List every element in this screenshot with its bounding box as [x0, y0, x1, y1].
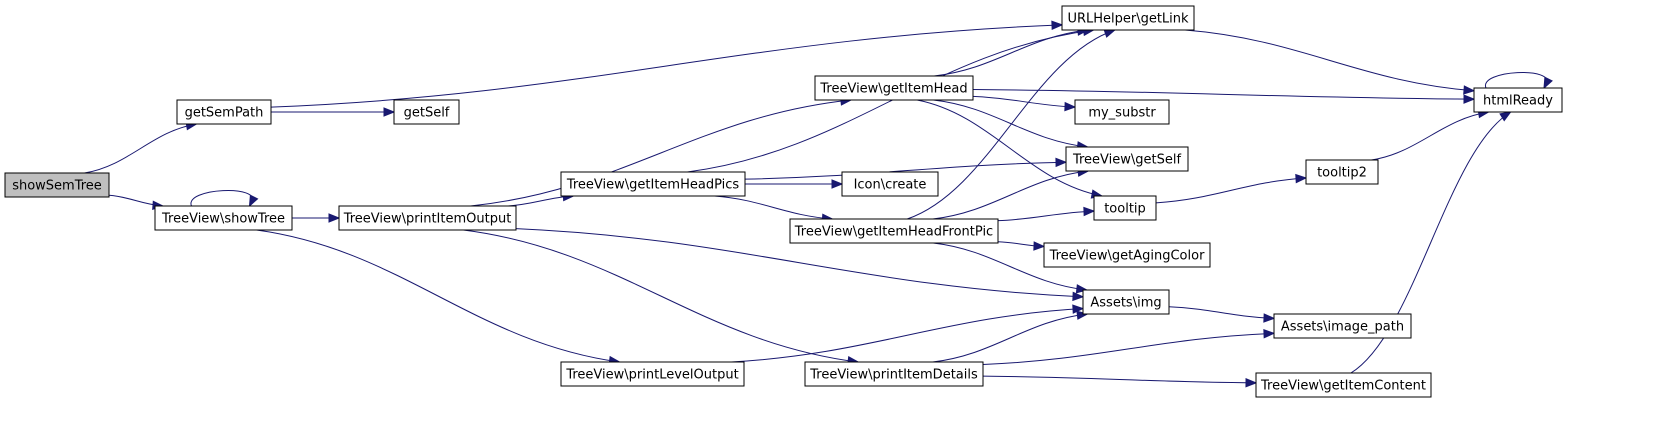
edge-printItemDetails-to-assetsImagePath [982, 332, 1275, 365]
node-label-getItemHeadFrontPic: TreeView\getItemHeadFrontPic [794, 225, 993, 240]
edge-getItemContent-to-htmlReady [1350, 111, 1511, 374]
edge-tooltip-to-tooltip2-arrowhead [1295, 173, 1308, 184]
node-label-getSemPath: getSemPath [185, 106, 264, 121]
node-tvGetSelf[interactable]: TreeView\getSelf [1065, 146, 1189, 172]
node-mySubstr[interactable]: my_substr [1074, 99, 1170, 125]
edge-getItemHead-to-htmlReady [972, 89, 1475, 100]
node-label-getAgingColor: TreeView\getAgingColor [1049, 249, 1206, 264]
edge-printItemDetails-to-assetsImagePath-arrowhead [1263, 329, 1276, 339]
edge-getItemHeadPics-to-getItemHeadFrontPic [714, 195, 833, 220]
edge-getSemPath-to-urlGetLink [270, 24, 1063, 108]
edge-printItemOutput-to-assetsImg [515, 228, 1084, 298]
edge-getItemHeadFrontPic-to-urlGetLink [907, 29, 1115, 220]
edge-getSemPath-to-getSelf-arrowhead [383, 107, 396, 117]
node-assetsImg[interactable]: Assets\img [1082, 289, 1170, 315]
node-showSemTree[interactable]: showSemTree [4, 172, 110, 198]
node-label-printItemOutput: TreeView\printItemOutput [343, 212, 512, 227]
node-label-getItemHead: TreeView\getItemHead [819, 82, 967, 97]
node-getSelf[interactable]: getSelf [393, 99, 460, 125]
node-label-showSemTree: showSemTree [12, 179, 102, 194]
edge-urlGetLink-to-htmlReady [1185, 29, 1475, 92]
node-assetsImagePath[interactable]: Assets\image_path [1273, 313, 1412, 339]
node-label-getSelf: getSelf [404, 106, 450, 121]
node-htmlReady[interactable]: htmlReady [1473, 87, 1563, 113]
node-tooltip2[interactable]: tooltip2 [1305, 159, 1379, 185]
call-graph-edges [84, 20, 1553, 388]
edge-printItemDetails-to-assetsImg-arrowhead [1076, 310, 1089, 320]
edge-getItemHeadFrontPic-to-tooltip-arrowhead [1083, 206, 1096, 217]
edge-getItemHead-to-mySubstr-arrowhead [1064, 101, 1077, 112]
edge-showTree-to-showTree-arrowhead [248, 194, 259, 208]
node-getSemPath[interactable]: getSemPath [176, 99, 272, 125]
node-getAgingColor[interactable]: TreeView\getAgingColor [1043, 242, 1211, 268]
node-label-urlGetLink: URLHelper\getLink [1067, 12, 1189, 27]
edge-printItemDetails-to-getItemContent-arrowhead [1245, 378, 1258, 388]
node-label-tooltip: tooltip [1104, 202, 1146, 217]
edge-getItemHeadFrontPic-to-urlGetLink-arrowhead [1103, 28, 1117, 38]
edge-getItemHeadPics-to-tvGetSelf [744, 161, 1067, 180]
edge-getItemHeadPics-to-urlGetLink [687, 29, 1094, 173]
node-urlGetLink[interactable]: URLHelper\getLink [1061, 5, 1195, 31]
node-printItemOutput[interactable]: TreeView\printItemOutput [338, 205, 517, 231]
edge-getItemHeadPics-to-iconCreate-arrowhead [831, 179, 844, 189]
node-getItemHeadPics[interactable]: TreeView\getItemHeadPics [560, 171, 746, 197]
edge-getItemHead-to-tooltip [917, 99, 1102, 197]
node-iconCreate[interactable]: Icon\create [841, 171, 939, 197]
node-label-printItemDetails: TreeView\printItemDetails [809, 368, 978, 383]
node-label-getItemHeadPics: TreeView\getItemHeadPics [566, 178, 740, 193]
edge-getItemHeadFrontPic-to-assetsImg-arrowhead [1075, 284, 1089, 294]
call-graph-nodes: showSemTree getSemPath getSelf TreeView\… [4, 5, 1563, 398]
edge-assetsImg-to-assetsImagePath [1168, 306, 1275, 319]
node-label-htmlReady: htmlReady [1483, 94, 1553, 109]
node-getItemHeadFrontPic[interactable]: TreeView\getItemHeadFrontPic [789, 218, 999, 244]
edge-tooltip2-to-htmlReady [1371, 111, 1489, 161]
edge-htmlReady-to-htmlReady [1485, 72, 1548, 89]
edge-printLevelOutput-to-assetsImg-arrowhead [1072, 304, 1085, 314]
node-showTree[interactable]: TreeView\showTree [154, 205, 293, 231]
edge-printItemDetails-to-getItemContent [982, 375, 1257, 384]
edge-getItemHeadFrontPic-to-tooltip [997, 210, 1095, 222]
edge-showTree-to-printItemOutput-arrowhead [328, 213, 341, 223]
node-label-assetsImg: Assets\img [1090, 296, 1161, 311]
edge-assetsImg-to-assetsImagePath-arrowhead [1263, 313, 1276, 323]
node-label-assetsImagePath: Assets\image_path [1281, 320, 1404, 335]
edge-printLevelOutput-to-assetsImg [731, 308, 1084, 363]
edge-urlGetLink-to-htmlReady-arrowhead [1463, 85, 1476, 95]
node-printItemDetails[interactable]: TreeView\printItemDetails [804, 361, 984, 387]
edge-getSemPath-to-urlGetLink-arrowhead [1051, 20, 1064, 31]
edge-getItemContent-to-htmlReady-arrowhead [1499, 111, 1512, 122]
node-label-tvGetSelf: TreeView\getSelf [1072, 153, 1182, 168]
edge-printItemDetails-to-assetsImg [932, 313, 1088, 363]
node-getItemContent[interactable]: TreeView\getItemContent [1255, 372, 1432, 398]
node-label-iconCreate: Icon\create [854, 178, 927, 193]
node-printLevelOutput[interactable]: TreeView\printLevelOutput [560, 361, 745, 387]
edge-showSemTree-to-getSemPath [84, 123, 197, 174]
node-tooltip[interactable]: tooltip [1093, 195, 1157, 221]
node-label-showTree: TreeView\showTree [161, 212, 285, 227]
edge-getItemHead-to-tvGetSelf [933, 99, 1088, 148]
edge-getItemHeadPics-to-tvGetSelf-arrowhead [1055, 157, 1068, 168]
edge-showTree-to-printLevelOutput [256, 229, 620, 363]
edge-showTree-to-showTree [190, 190, 254, 207]
node-label-printLevelOutput: TreeView\printLevelOutput [565, 368, 738, 383]
edge-getItemHead-to-urlGetLink [934, 29, 1088, 77]
edge-printItemOutput-to-printItemDetails [463, 229, 859, 363]
node-label-mySubstr: my_substr [1088, 106, 1156, 121]
edge-printItemOutput-to-assetsImg-arrowhead [1072, 291, 1085, 302]
edge-printItemOutput-to-getItemHead [470, 99, 851, 207]
edge-tooltip-to-tooltip2 [1155, 177, 1307, 204]
edge-getItemHeadFrontPic-to-tvGetSelf [932, 170, 1089, 220]
node-getItemHead[interactable]: TreeView\getItemHead [814, 75, 974, 101]
edge-getItemHeadFrontPic-to-getAgingColor-arrowhead [1033, 241, 1046, 251]
edge-htmlReady-to-htmlReady-arrowhead [1543, 76, 1553, 90]
edge-getItemHeadFrontPic-to-assetsImg [933, 242, 1087, 291]
node-label-getItemContent: TreeView\getItemContent [1260, 379, 1426, 394]
edge-getItemHead-to-mySubstr [972, 95, 1076, 108]
edge-getItemHead-to-htmlReady-arrowhead [1463, 94, 1476, 104]
node-label-tooltip2: tooltip2 [1317, 166, 1367, 181]
